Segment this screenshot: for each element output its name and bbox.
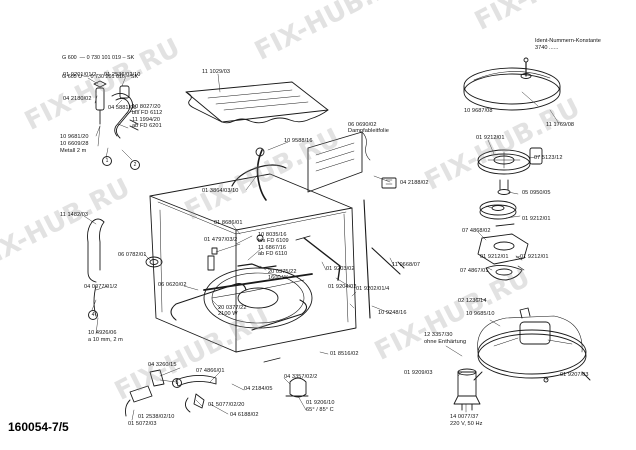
pump-motor-base — [473, 307, 591, 383]
part-label: 01 9212/01 — [522, 216, 551, 222]
part-label: 01 5077/02/20 — [208, 402, 245, 408]
part-label: 2100 W — [218, 311, 238, 317]
part-label: 04 3260/15 — [148, 362, 177, 368]
right-rods — [363, 177, 405, 319]
callout-circle: 3 — [172, 378, 182, 388]
part-label: 04 6188/02 — [230, 412, 259, 418]
part-label: 11 1769/08 — [546, 122, 575, 128]
part-label: ohne Enthärtung — [424, 339, 467, 345]
part-label: 10 4926/06 — [88, 330, 117, 336]
variant-line: G 605 U — 0 730 201 016 – SK — [62, 74, 139, 81]
part-label: 10 9588/16 — [284, 138, 313, 144]
part-label: Dampfableitfolie — [348, 128, 389, 134]
part-label: 10 8035/16 — [258, 232, 287, 238]
part-label: 01 9201/01/2 — [63, 72, 97, 78]
water-softener-lid — [463, 57, 561, 111]
part-label: 01 9207/03 — [560, 372, 589, 378]
part-label: 01 9202/01/4 — [356, 286, 390, 292]
pump-housing — [477, 223, 529, 265]
leader-lines — [83, 73, 559, 421]
part-label: 06 0620/02 — [158, 282, 187, 288]
part-label: 10 9685/10 — [466, 311, 495, 317]
part-label: 11 1994/20 — [132, 117, 161, 123]
motor-unit — [453, 368, 481, 411]
callout-circle: 4 — [88, 310, 98, 320]
part-label: 01 4797/03/2 — [204, 237, 238, 243]
part-label: 04 5881/05 — [108, 105, 137, 111]
part-label: 01 5072/03 — [128, 421, 157, 427]
pump-sealing-ring — [485, 255, 525, 281]
part-label: 01 3864/03/10 — [202, 188, 239, 194]
part-label: a 10 mm, 2 m — [88, 337, 123, 343]
part-label: 01 9212/01 — [476, 135, 505, 141]
drain-hose-left — [87, 218, 163, 317]
part-label: 01 9203/02 — [326, 266, 355, 272]
top-insulation-mat — [185, 81, 329, 124]
lower-fittings — [125, 357, 309, 417]
part-label: 10 8027/20 — [132, 104, 161, 110]
part-label: 20 0375/22 — [268, 269, 297, 275]
part-label: 11 1029/03 — [202, 69, 231, 75]
part-label: 10 9248/16 — [378, 310, 407, 316]
part-label: 07 5123/12 — [534, 155, 563, 161]
part-label: 07 4868/02 — [462, 228, 491, 234]
part-label: 20 0377/22 — [218, 305, 247, 311]
part-label: 04 3357/02/2 — [284, 374, 318, 380]
part-label: 10 9687/08 — [464, 108, 493, 114]
pump-upper-stage — [477, 147, 543, 195]
part-label: 07 4866/01 — [196, 368, 225, 374]
part-label: 05 0950/05 — [522, 190, 551, 196]
part-label: 02 1236/14 — [458, 298, 487, 304]
part-label: 06 0690/02 — [348, 122, 377, 128]
part-label: 01 9212/01 — [520, 254, 549, 260]
part-label: 01 8686/01 — [214, 220, 243, 226]
part-label: 07 4867/01 — [460, 268, 489, 274]
part-label: 06 0782/01 — [118, 252, 147, 258]
part-label: bis FD 6109 — [258, 238, 289, 244]
part-label: 1600 W — [268, 275, 288, 281]
ident-value: 3740 ...... — [535, 44, 559, 51]
part-label: 04 2184/05 — [244, 386, 273, 392]
ident-label: Ident-Nummern-Konstante — [535, 38, 601, 44]
ident-block: Ident-Nummern-Konstante 3740 ...... — [535, 38, 601, 51]
part-label: 01 9212/01 — [480, 254, 509, 260]
side-panel — [307, 131, 371, 193]
part-label: 01 8516/02 — [330, 351, 359, 357]
part-label: 12 3357/30 — [424, 332, 453, 338]
part-label: Metall 2 m — [60, 148, 87, 154]
callout-circle: 1 — [102, 156, 112, 166]
part-label: 04 0077/01/2 — [84, 284, 118, 290]
part-label: 01 2536/02/10 — [104, 72, 141, 78]
part-label: bis FD 6112 — [132, 110, 163, 116]
part-label: ab FD 6110 — [258, 251, 288, 257]
part-label: 65° / 85° C — [306, 407, 334, 413]
part-label: 04 2188/02 — [400, 180, 429, 186]
part-label: 01 9206/10 — [306, 400, 335, 406]
part-label: 220 V, 50 Hz — [450, 421, 483, 427]
pump-impeller — [479, 200, 517, 220]
part-label: 11 0668/07 — [392, 262, 421, 268]
part-label: 10 9681/20 — [60, 134, 89, 140]
tub-cabinet — [149, 147, 357, 353]
part-label: 01 9204/02 — [328, 284, 357, 290]
part-label: 01 9209/03 — [404, 370, 433, 376]
part-label: 11 6867/16 — [258, 245, 287, 251]
part-label: 14 0077/37 — [450, 414, 479, 420]
part-label: ab FD 6201 — [132, 123, 162, 129]
variant-line: G 600 — 0 730 101 019 – SK — [62, 55, 135, 62]
part-label: 11 1482/03 — [60, 212, 89, 218]
variant-list: G 600 — 0 730 101 019 – SK G 605 U — 0 7… — [62, 43, 138, 93]
part-label: 10 6609/28 — [60, 141, 89, 147]
part-label: 01 2538/02/10 — [138, 414, 175, 420]
drawing-code: 160054-7/5 — [8, 420, 69, 434]
part-label: 04 2180/02 — [63, 96, 92, 102]
callout-circle: 2 — [130, 160, 140, 170]
